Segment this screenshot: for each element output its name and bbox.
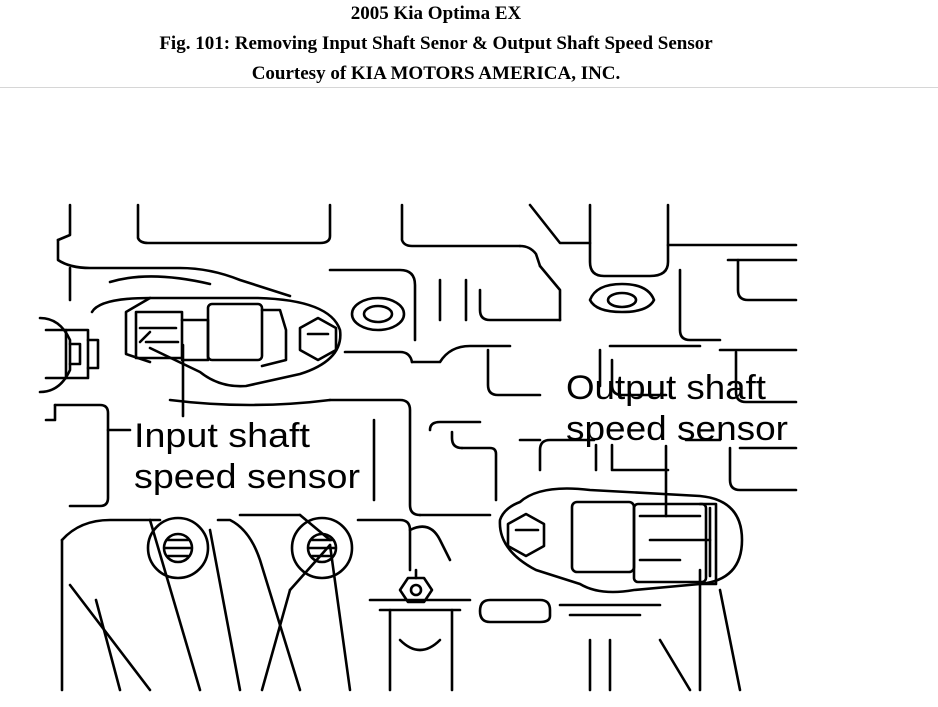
input-shaft-stub [38,316,100,394]
output-sensor-label-line1: Output shaft [566,369,767,407]
sensor-diagram: Input shaft speed sensor Output shaft sp… [0,88,938,702]
input-shaft-speed-sensor [90,296,342,388]
input-sensor-label-line1: Input shaft [134,417,311,455]
transmission-case-outline [44,203,798,692]
output-shaft-speed-sensor [498,487,744,594]
page-title: 2005 Kia Optima EX [350,3,522,24]
figure-header: 2005 Kia Optima EX Fig. 101: Removing In… [0,0,938,88]
input-sensor-label-line2: speed sensor [134,458,360,496]
courtesy-line: Courtesy of KIA MOTORS AMERICA, INC. [251,63,621,84]
case-bolt-holes [146,516,354,580]
figure-caption: Fig. 101: Removing Input Shaft Senor & O… [159,33,713,54]
drain-bolt [398,568,434,604]
output-sensor-label-line2: speed sensor [566,410,788,448]
